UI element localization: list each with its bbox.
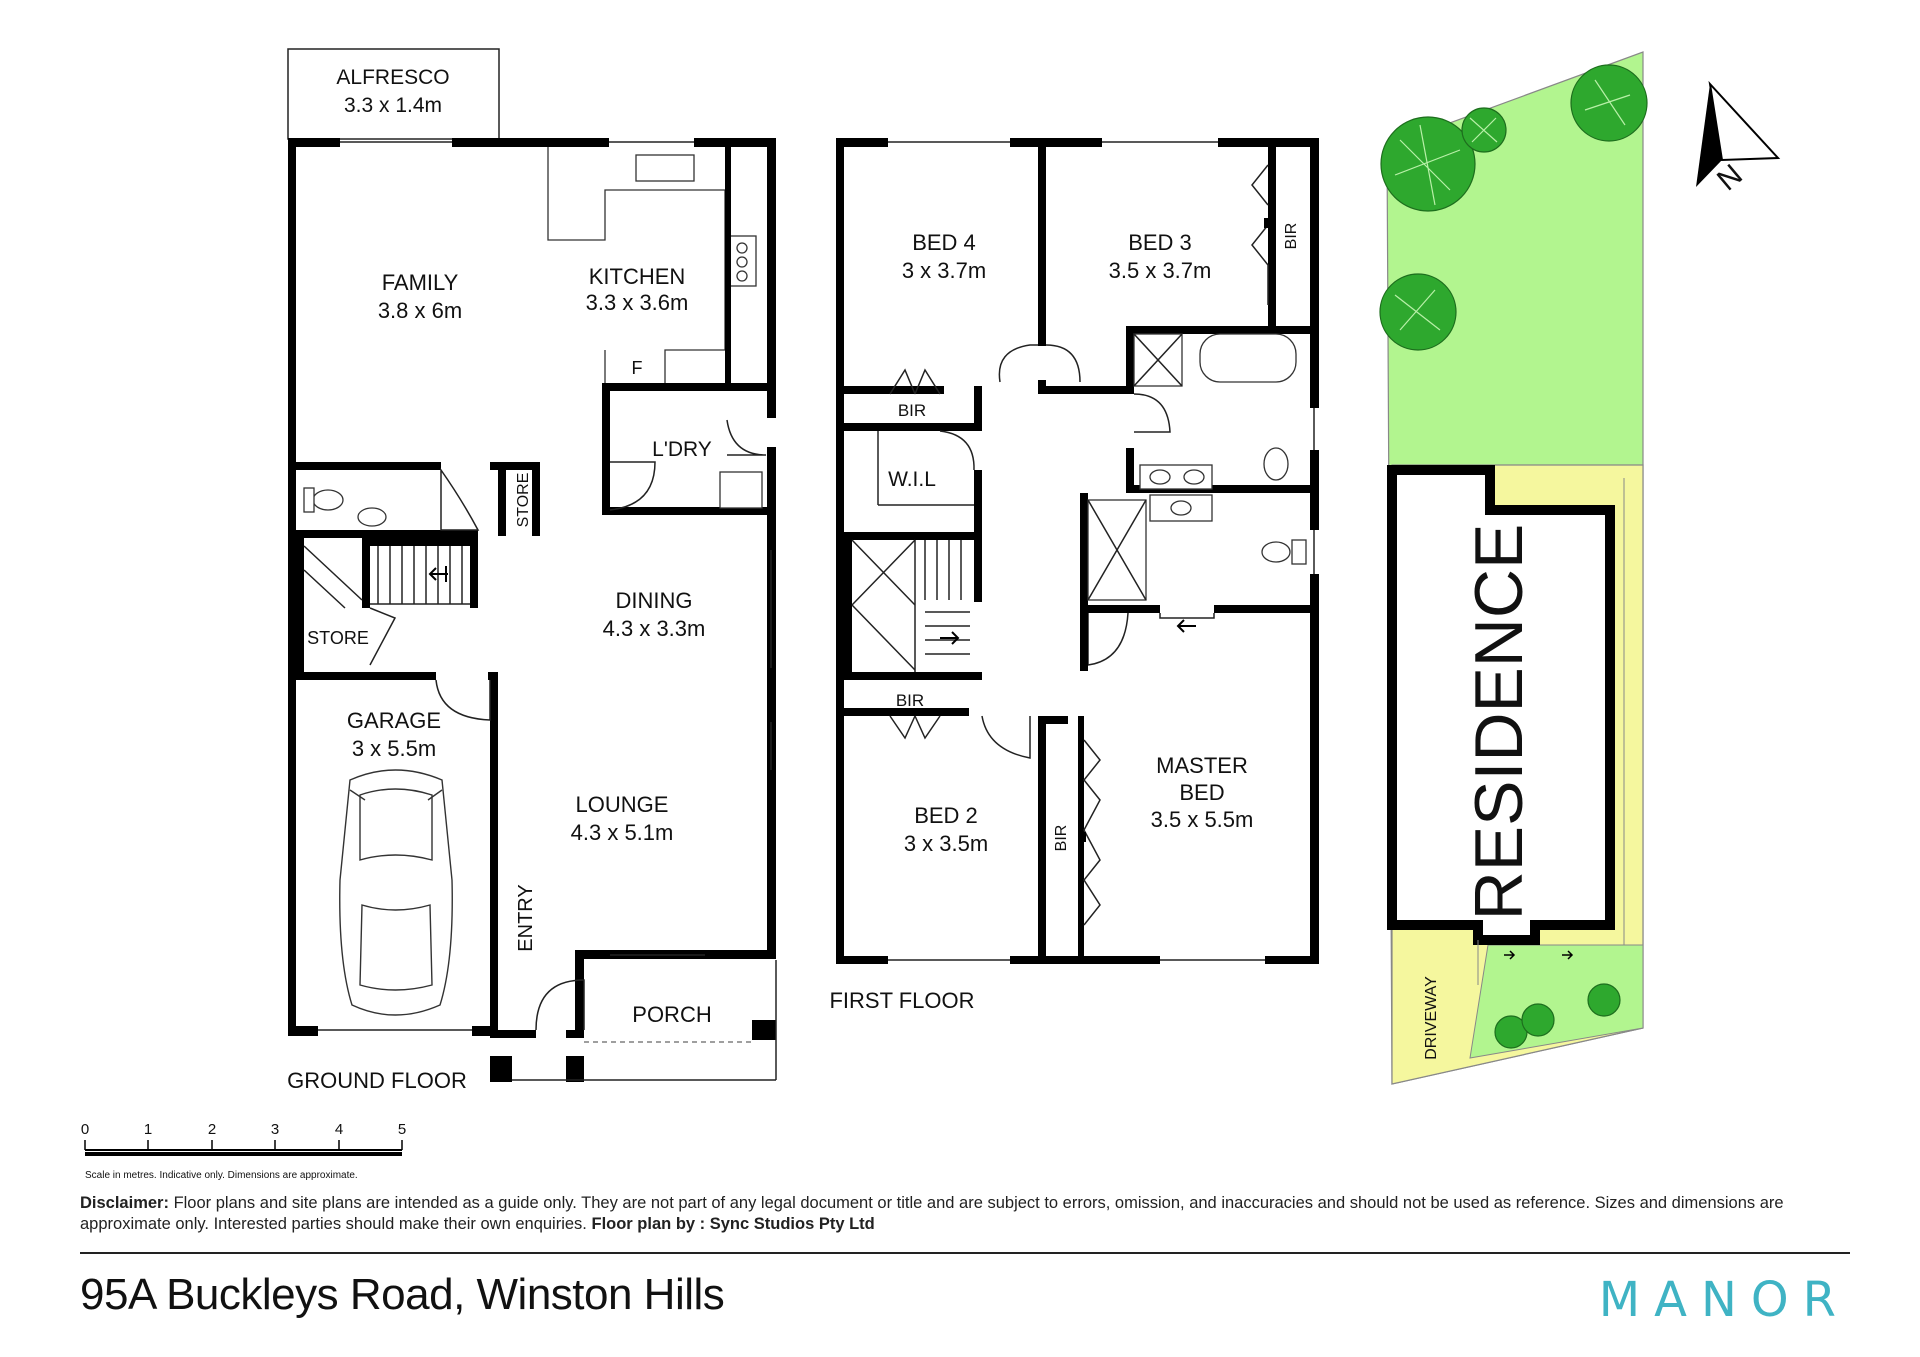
bed3-label: BED 3 (1128, 230, 1192, 255)
driveway-label: DRIVEWAY (1423, 976, 1440, 1060)
kitchen-label: KITCHEN (589, 264, 686, 289)
alfresco-label: ALFRESCO (336, 66, 449, 89)
property-address: 95A Buckleys Road, Winston Hills (80, 1270, 725, 1319)
bed3-bir-label: BIR (1283, 223, 1300, 250)
master-bir-label: BIR (1053, 825, 1070, 852)
ground-floor-labels: ALFRESCO 3.3 x 1.4m FAMILY 3.8 x 6m KITC… (287, 66, 712, 1093)
first-floor-labels: BED 4 3 x 3.7m BED 3 3.5 x 3.7m BIR BIR … (829, 223, 1300, 1013)
car-icon (339, 769, 453, 1016)
tree-icons (1379, 64, 1648, 1049)
north-arrow-icon: N (1696, 80, 1781, 197)
lounge-dims: 4.3 x 5.1m (571, 820, 674, 845)
ground-floor-plan (287, 48, 777, 1082)
alfresco-dims: 3.3 x 1.4m (344, 94, 442, 117)
family-label: FAMILY (382, 270, 459, 295)
porch-label: PORCH (632, 1002, 711, 1027)
master-label: MASTER (1156, 753, 1248, 778)
floor-plan-credit: Floor plan by : Sync Studios Pty Ltd (591, 1215, 875, 1233)
disclaimer: Disclaimer: Floor plans and site plans a… (80, 1193, 1850, 1235)
wil-label: W.I.L (888, 468, 936, 491)
garage-label: GARAGE (347, 708, 441, 733)
dining-dims: 4.3 x 3.3m (603, 616, 706, 641)
disclaimer-text: Floor plans and site plans are intended … (80, 1194, 1784, 1233)
footer-divider (80, 1252, 1850, 1254)
family-dims: 3.8 x 6m (378, 298, 462, 323)
scale-tick-2: 2 (208, 1121, 216, 1138)
laundry-label: L'DRY (652, 438, 712, 461)
scale-bar: 0 1 2 3 4 5 Scale in metres. Indicative … (81, 1121, 406, 1181)
bed4-dims: 3 x 3.7m (902, 258, 986, 283)
fridge-label: F (632, 358, 643, 378)
entry-label: ENTRY (515, 884, 537, 951)
site-plan: RESIDENCE DRIVEWAY N (1379, 51, 1781, 1085)
bed3-dims: 3.5 x 3.7m (1109, 258, 1212, 283)
scale-tick-4: 4 (335, 1121, 343, 1138)
store-small-label: STORE (515, 473, 532, 528)
first-floor-title: FIRST FLOOR (829, 988, 974, 1013)
bed2-dims: 3 x 3.5m (904, 831, 988, 856)
garage-dims: 3 x 5.5m (352, 736, 436, 761)
master-label-2: BED (1179, 780, 1224, 805)
scale-tick-0: 0 (81, 1121, 89, 1138)
alfresco-outline (287, 48, 500, 140)
residence-outline (1387, 465, 1615, 945)
store-stair-label: STORE (307, 628, 369, 648)
first-floor-plan (836, 138, 1319, 964)
master-dims: 3.5 x 5.5m (1151, 807, 1254, 832)
dining-label: DINING (616, 588, 693, 613)
scale-note: Scale in metres. Indicative only. Dimens… (85, 1170, 358, 1181)
brand-logo: MANOR (1598, 1272, 1850, 1328)
kitchen-dims: 3.3 x 3.6m (586, 290, 689, 315)
lounge-label: LOUNGE (576, 792, 669, 817)
ground-floor-title: GROUND FLOOR (287, 1068, 467, 1093)
scale-tick-3: 3 (271, 1121, 279, 1138)
bed4-bir-label: BIR (898, 401, 926, 420)
residence-label: RESIDENCE (1461, 524, 1537, 921)
scale-tick-1: 1 (144, 1121, 152, 1138)
scale-tick-5: 5 (398, 1121, 406, 1138)
bed2-label: BED 2 (914, 803, 978, 828)
disclaimer-label: Disclaimer: (80, 1194, 169, 1212)
bed2-bir-label: BIR (896, 691, 924, 710)
bed4-label: BED 4 (912, 230, 976, 255)
